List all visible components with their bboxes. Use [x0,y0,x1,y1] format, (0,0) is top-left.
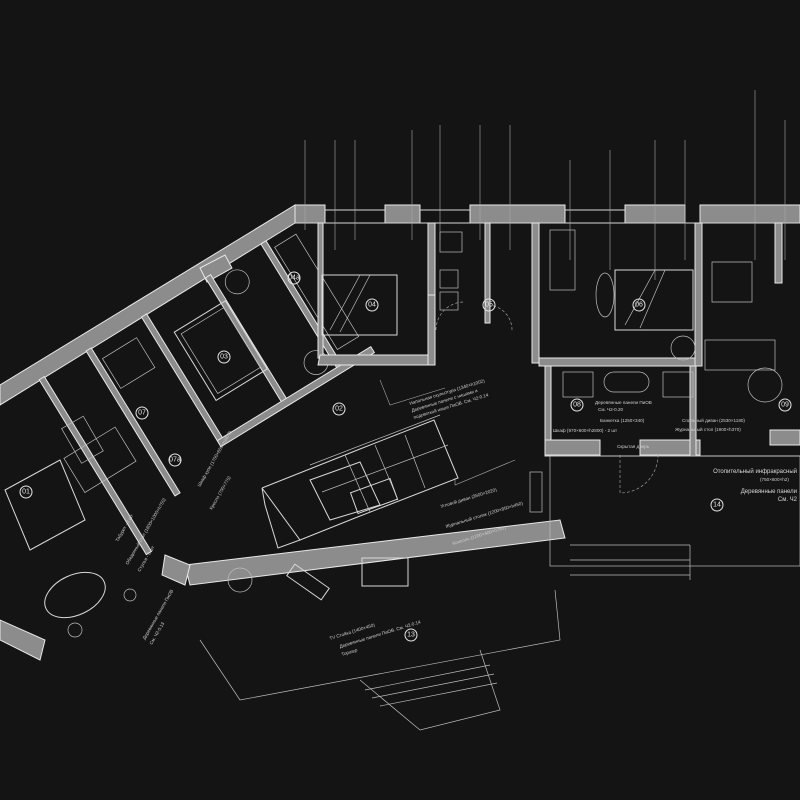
room-label-04: 04 [365,298,379,312]
note-banquette: Банкетка (1250×340) [600,418,645,423]
room-label-04a: 04а [287,271,301,285]
room-label-08: 08 [570,398,584,412]
note-terrace-ref: См. Ч2 [778,497,798,503]
note-terrace-panels: Деревянные панели [741,489,797,495]
annotation-leaders [304,90,786,486]
room-label-14: 14 [710,498,724,512]
note-panels-08: Деревянные панели ПиОВ [595,400,652,405]
room-label-07: 07 [135,406,149,420]
living-room-furniture [184,414,566,601]
svg-text:01: 01 [22,489,30,496]
room-label-03: 03 [217,350,231,364]
note-wardrobe: Шкаф (970×600×h2800) - 2 шт [553,428,618,433]
note-armchair: Кресло (700×770) [209,475,232,511]
svg-text:07: 07 [138,410,146,417]
note-sofa: Угловой диван (3500×2020) [440,486,498,509]
note-door: Скрытая дверь [617,444,650,449]
svg-text:04: 04 [368,302,376,309]
svg-text:04а: 04а [288,275,300,282]
terrace [549,455,800,580]
note-floor-lamp: Торшер [341,647,359,657]
note-terrace-size: (750×600×h2) [760,477,789,482]
svg-text:05: 05 [485,302,493,309]
svg-text:09: 09 [781,402,789,409]
svg-text:02: 02 [335,406,343,413]
room-label-09: 09 [778,398,792,412]
exterior-walls [0,204,800,406]
svg-text:07а: 07а [169,457,181,464]
note-sofa-09: Спальный диван (2530×1180) [682,417,745,423]
balcony [199,589,561,731]
left-wing [38,233,376,556]
svg-text:13: 13 [407,632,415,639]
note-terrace-heater: Отопительный инфракрасный [713,468,797,475]
room-label-07a: 07а [168,453,182,467]
kitchen-dining [0,415,191,661]
room-label-06: 06 [632,298,646,312]
svg-text:14: 14 [713,502,721,509]
note-table-09: Журнальный стол (1900×h370) [675,426,741,432]
room-label-01: 01 [19,485,33,499]
room-label-02: 02 [332,402,346,416]
note-panels-08b: См. Ч2-0.20 [598,407,624,412]
svg-text:08: 08 [573,402,581,409]
room-label-05: 05 [482,298,496,312]
interior-walls [317,222,800,494]
svg-text:06: 06 [635,302,643,309]
room-label-13: 13 [404,628,418,642]
annotations: Напольная скульптура (1340×h1002) Деревя… [115,378,798,657]
svg-text:03: 03 [220,354,228,361]
